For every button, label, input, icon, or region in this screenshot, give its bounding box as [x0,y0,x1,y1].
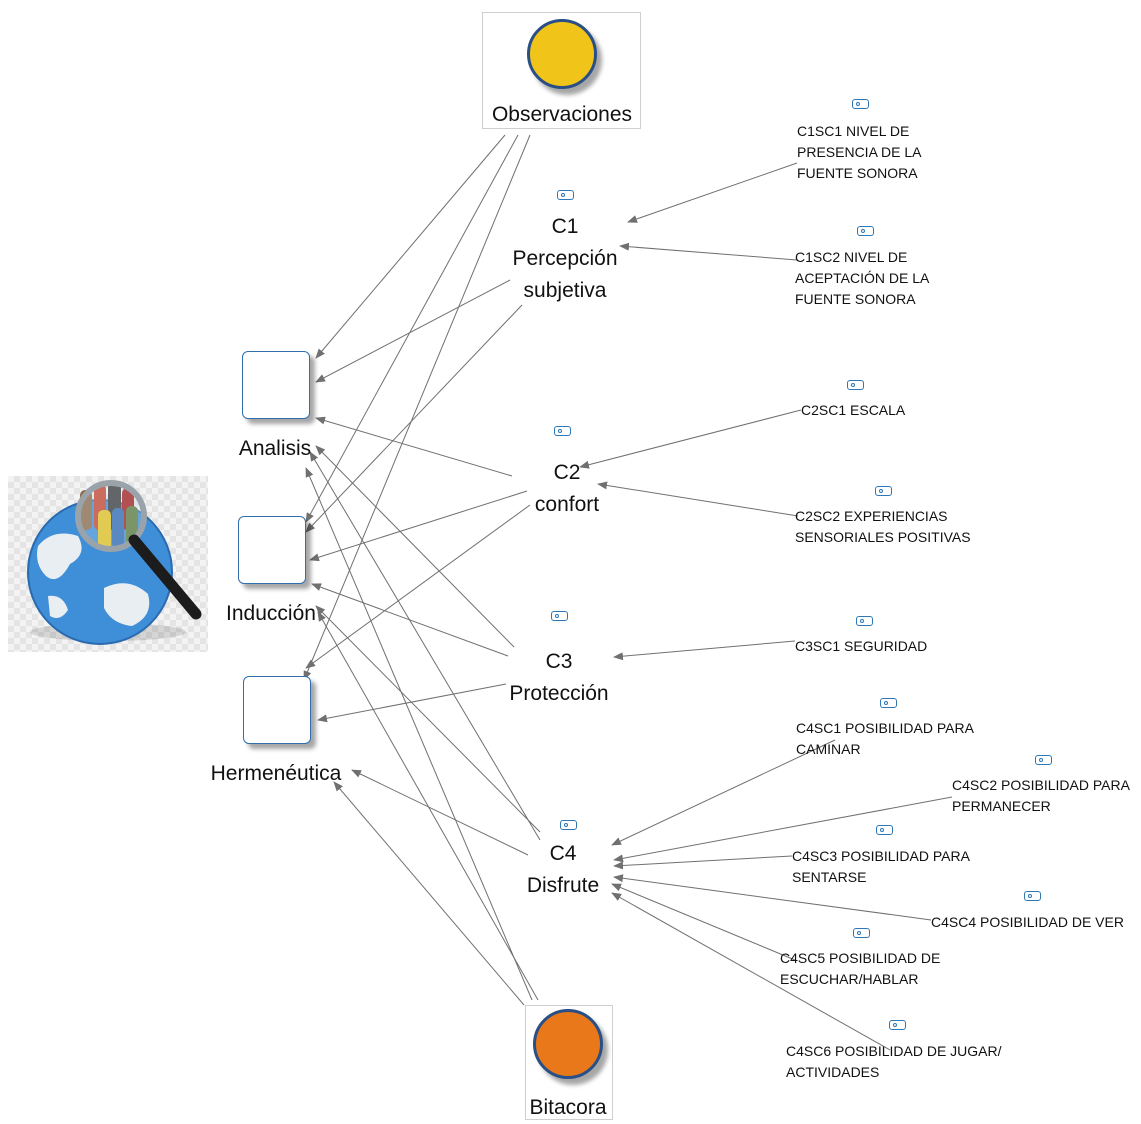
induccion-doc-icon[interactable] [238,516,306,584]
c4-code-icon [560,820,577,830]
edge-arrow [317,683,507,723]
research-globe-image [8,476,208,652]
edge-arrow [619,242,798,261]
c2-code-icon [554,426,571,436]
edge-arrow [317,611,539,1001]
analisis-doc-icon[interactable] [242,351,310,419]
bitacora-dot-icon [533,1009,603,1079]
edge-arrow [351,769,529,856]
code-c2sc1[interactable]: C2SC1 ESCALA [801,402,906,418]
c2sc1-code-icon [847,380,864,390]
edge-arrow [611,892,891,1051]
edge-arrow [315,445,515,648]
edge-arrow [305,504,531,669]
analisis-label: Analisis [238,437,312,460]
c4sc6-code-icon [889,1020,906,1030]
c1sc2-code-icon [857,226,874,236]
edge-arrow [613,640,796,661]
edge-arrow [627,162,798,223]
edge-arrow [315,279,511,383]
c3sc1-code-icon [856,616,873,626]
c4sc4-code-icon [1024,891,1041,901]
code-c4sc4[interactable]: C4SC4 POSIBILIDAD DE VER [931,914,1124,930]
induccion-label: Inducción [226,602,316,625]
c4sc1-code-icon [880,698,897,708]
edge-arrow [333,781,525,1006]
edge-arrow [613,796,953,863]
edge-arrow [315,134,506,359]
edge-arrow [309,490,528,562]
edge-arrow [305,134,519,523]
c4sc2-code-icon [1035,755,1052,765]
edge-arrow [303,134,531,681]
c1sc1-code-icon [852,99,869,109]
edge-arrow [315,605,541,833]
c2sc2-code-icon [875,486,892,496]
edge-arrow [597,481,799,517]
edge-arrow [305,304,523,533]
edge-arrow [613,874,932,921]
edge-arrow [315,416,513,477]
c1-code-icon [557,190,574,200]
observaciones-dot-icon [527,19,597,89]
edge-arrow [579,409,802,469]
c4sc5-code-icon [853,928,870,938]
code-c3sc1[interactable]: C3SC1 SEGURIDAD [795,638,928,654]
edge-arrow [613,855,793,870]
c4sc3-code-icon [876,825,893,835]
edge-arrow [611,739,836,846]
hermeneutica-label: Hermenéutica [210,762,342,785]
bitacora-label: Bitacora [529,1096,607,1119]
observaciones-label: Observaciones [491,103,633,126]
edge-arrow [305,467,533,1001]
hermeneutica-doc-icon[interactable] [243,676,311,744]
edge-arrow [611,883,796,961]
c3-code-icon [551,611,568,621]
code-c4sc6[interactable]: C4SC6 POSIBILIDAD DE JUGAR/ACTIVIDADES [786,1043,1002,1080]
edge-arrow [309,451,541,841]
